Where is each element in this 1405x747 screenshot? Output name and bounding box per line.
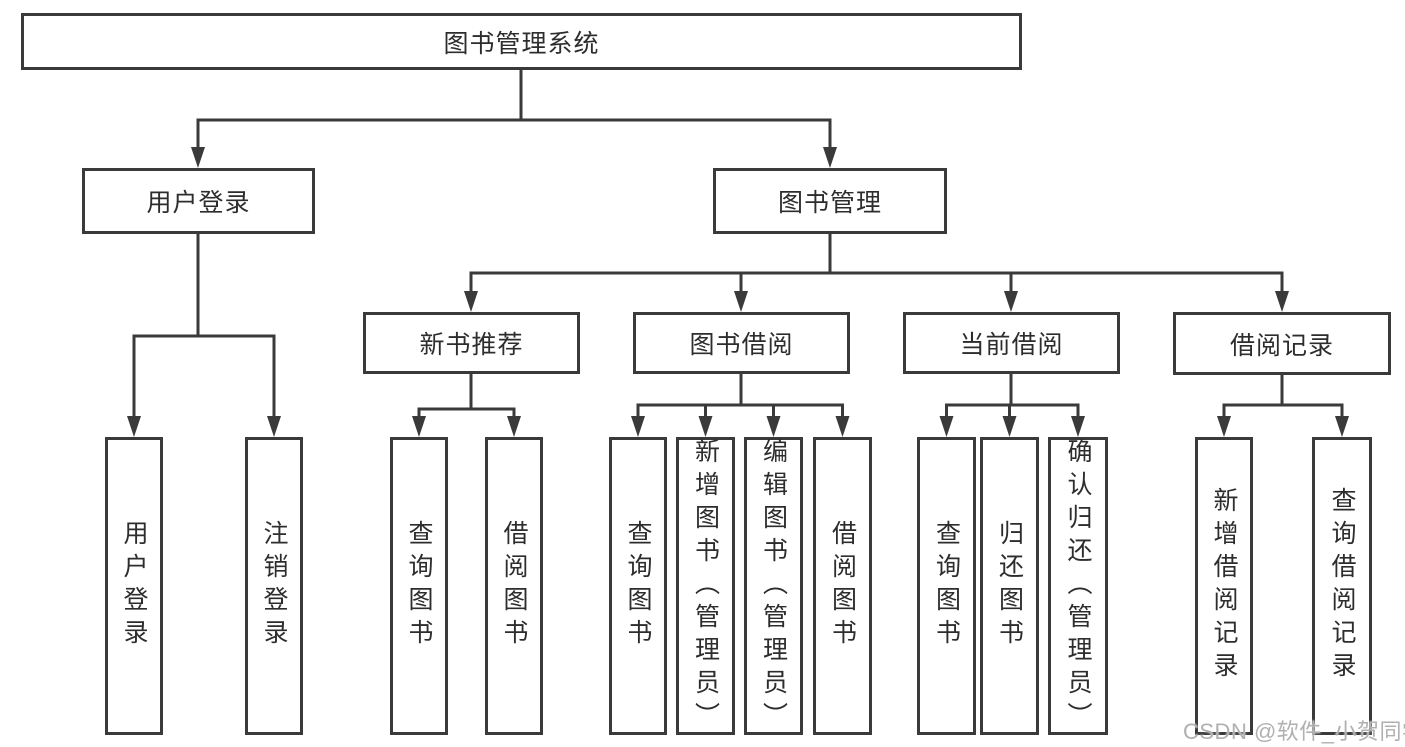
- leaf-records-add-borrow-record-label: 新增借阅记录: [1210, 487, 1238, 685]
- leaf-current-confirm-return-admin: 确认归还（管理员）: [1048, 437, 1108, 735]
- leaf-current-confirm-return-admin-label: 确认归还（管理员）: [1064, 437, 1092, 735]
- leaf-logout-label: 注销登录: [260, 520, 288, 652]
- leaf-user-login-label: 用户登录: [120, 520, 148, 652]
- leaf-recommend-borrow-books: 借阅图书: [485, 437, 543, 735]
- node-root-system: 图书管理系统: [21, 13, 1022, 70]
- leaf-current-return-books-label: 归还图书: [995, 520, 1024, 652]
- leaf-borrowing-add-books-admin: 新增图书（管理员）: [676, 437, 735, 735]
- leaf-borrowing-edit-books-admin: 编辑图书（管理员）: [744, 437, 803, 735]
- leaf-borrowing-edit-books-admin-label: 编辑图书（管理员）: [759, 437, 788, 735]
- leaf-borrowing-borrow-books-label: 借阅图书: [828, 520, 857, 652]
- leaf-logout: 注销登录: [245, 437, 303, 735]
- leaf-records-query-borrow-record: 查询借阅记录: [1312, 437, 1372, 735]
- node-borrowing-records: 借阅记录: [1173, 312, 1391, 375]
- leaf-borrowing-borrow-books: 借阅图书: [813, 437, 872, 735]
- node-new-book-recommendation-label: 新书推荐: [419, 331, 524, 359]
- leaf-records-add-borrow-record: 新增借阅记录: [1195, 437, 1253, 735]
- leaf-recommend-query-books-label: 查询图书: [405, 520, 433, 652]
- node-book-borrowing-label: 图书借阅: [689, 331, 794, 359]
- leaf-recommend-borrow-books-label: 借阅图书: [500, 520, 528, 652]
- node-borrowing-records-label: 借阅记录: [1229, 331, 1334, 360]
- node-root-system-label: 图书管理系统: [443, 29, 600, 58]
- node-current-borrowing-label: 当前借阅: [959, 331, 1064, 359]
- csdn-watermark: CSDN @软件_小贺同学: [1183, 719, 1405, 744]
- node-current-borrowing: 当前借阅: [903, 312, 1120, 374]
- arrowheads: [127, 147, 1349, 437]
- node-user-login: 用户登录: [82, 168, 315, 234]
- node-book-management: 图书管理: [713, 168, 947, 234]
- leaf-borrowing-add-books-admin-label: 新增图书（管理员）: [691, 437, 720, 735]
- leaf-borrowing-query-books-label: 查询图书: [624, 520, 652, 652]
- leaf-records-query-borrow-record-label: 查询借阅记录: [1328, 487, 1356, 685]
- node-book-borrowing: 图书借阅: [633, 312, 850, 374]
- node-new-book-recommendation: 新书推荐: [363, 312, 580, 374]
- leaf-user-login: 用户登录: [105, 437, 163, 735]
- leaf-current-query-books-label: 查询图书: [932, 520, 961, 652]
- leaf-recommend-query-books: 查询图书: [390, 437, 448, 735]
- leaf-current-return-books: 归还图书: [980, 437, 1039, 735]
- node-book-management-label: 图书管理: [777, 189, 882, 217]
- leaf-current-query-books: 查询图书: [917, 437, 976, 735]
- leaf-borrowing-query-books: 查询图书: [609, 437, 667, 735]
- node-user-login-label: 用户登录: [146, 189, 251, 217]
